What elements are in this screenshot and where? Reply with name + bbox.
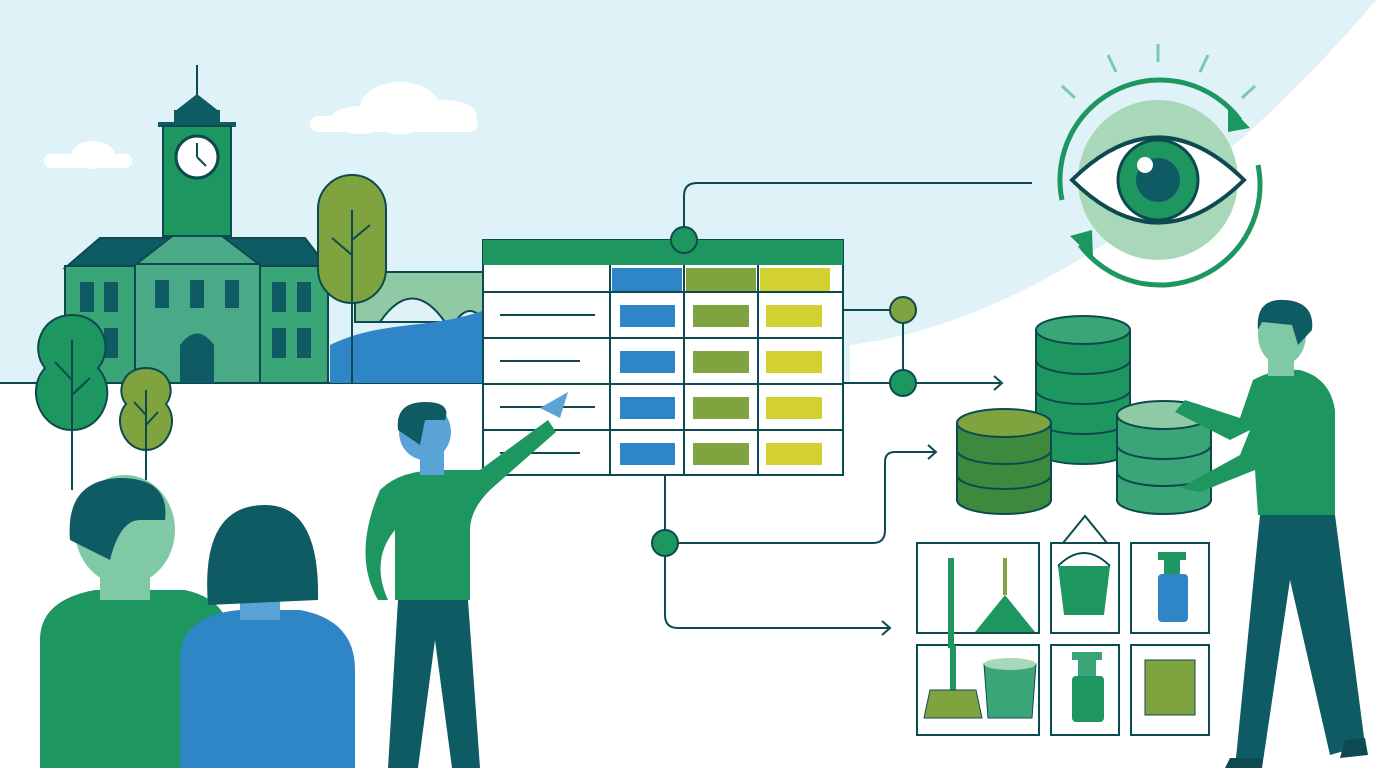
person-pointing: [365, 392, 568, 768]
refresh-arrowhead: [1070, 230, 1093, 258]
broom-icon: [923, 645, 983, 719]
bucket-icon: [1057, 552, 1111, 615]
connector-nodes: [651, 226, 917, 557]
cleaning-cloth-icon: [1144, 659, 1196, 716]
refresh-arrowhead: [1228, 105, 1250, 132]
spray-bottle-icon: [1072, 652, 1104, 722]
data-cylinder-icon: [956, 408, 1052, 515]
town-hall-icon: [62, 215, 331, 384]
cloud-icon: [44, 141, 132, 169]
clock-tower-icon: [158, 65, 236, 237]
river-icon: [330, 310, 485, 383]
connector-lines: [664, 182, 1032, 636]
data-cylinder-icon: [1035, 315, 1131, 465]
cloud-icon: [310, 82, 478, 134]
tree-icon: [119, 366, 173, 480]
dustpan-icon: [975, 558, 1035, 632]
mop-bucket-icon: [983, 658, 1037, 719]
person-holding-data: [1175, 299, 1368, 768]
broom-with-stand-icon: [948, 558, 954, 648]
spreadsheet-board: [482, 239, 844, 476]
person-woman: [180, 505, 355, 768]
spreadsheet-cells: [620, 305, 822, 465]
spray-bottle-icon: [1158, 552, 1188, 622]
tree-icon: [317, 174, 387, 383]
eye-icon: [1060, 44, 1257, 260]
triangle-marker: [1060, 514, 1110, 544]
person-man-left: [40, 475, 230, 768]
refresh-cycle-icon: [1057, 77, 1263, 288]
tree-icon: [35, 313, 109, 490]
